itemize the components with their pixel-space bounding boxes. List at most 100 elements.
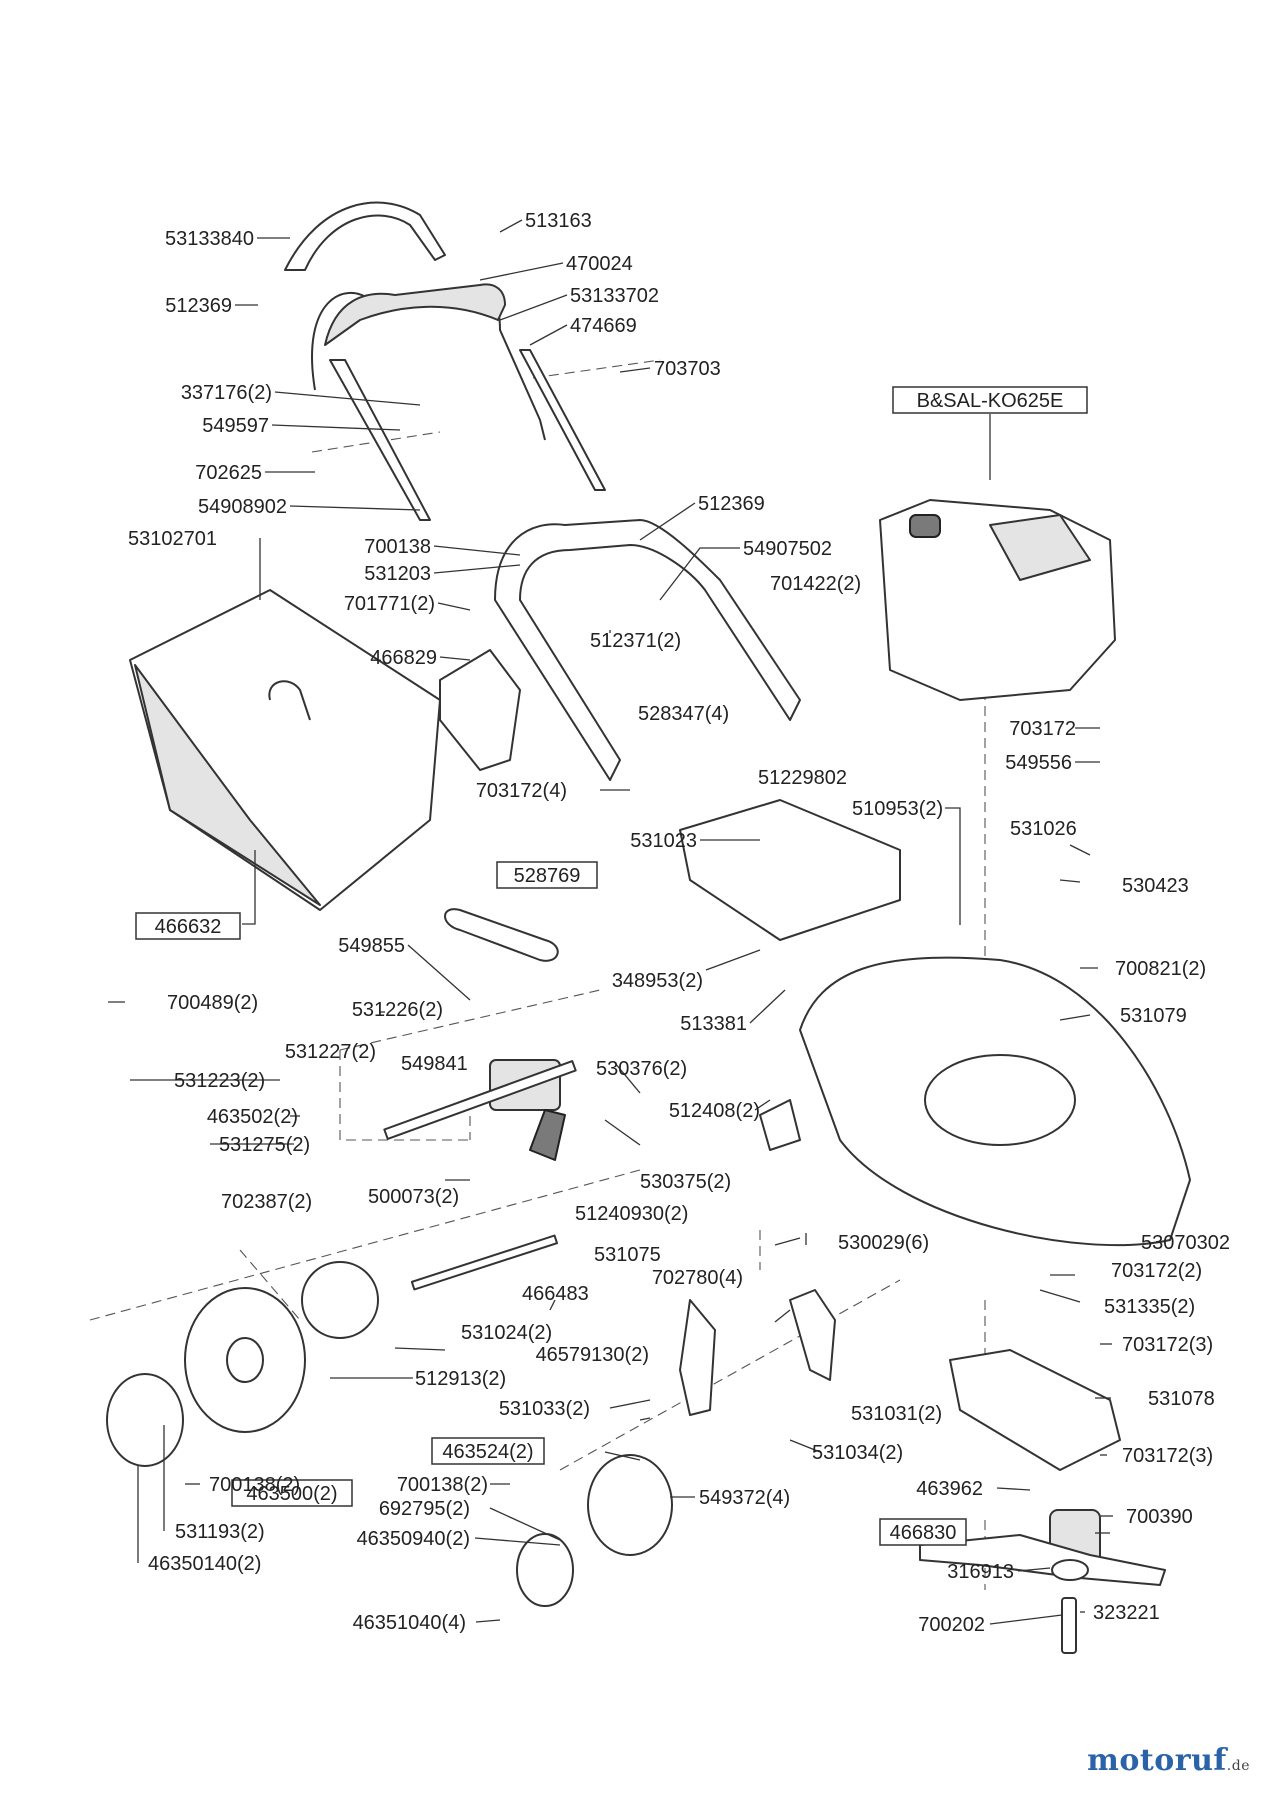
part-label: 513381 <box>680 1013 747 1035</box>
parts-drawing <box>106 201 1191 1654</box>
part-label: 474669 <box>570 315 637 337</box>
part-label: 702780(4) <box>652 1267 743 1289</box>
catcher-label-box <box>135 912 241 940</box>
part-label: 51229802 <box>758 767 847 789</box>
part-label: 531227(2) <box>285 1041 376 1063</box>
part-label: 531033(2) <box>499 1398 590 1420</box>
part-label: 531079 <box>1120 1005 1187 1027</box>
part-label: 549556 <box>1005 752 1072 774</box>
part-label: 46350140(2) <box>148 1553 261 1575</box>
part-label: 46579130(2) <box>536 1344 649 1366</box>
part-label: 700202 <box>918 1614 985 1636</box>
part-label: 348953(2) <box>612 970 703 992</box>
part-label: 512408(2) <box>669 1100 760 1122</box>
part-label: 466830 <box>890 1522 957 1544</box>
part-label: 531226(2) <box>352 999 443 1021</box>
part-label: 53133840 <box>165 228 254 250</box>
part-label: 531275(2) <box>219 1134 310 1156</box>
part-label: 500073(2) <box>368 1186 459 1208</box>
deck-engine-mount <box>924 1054 1076 1146</box>
part-label: 531031(2) <box>851 1403 942 1425</box>
part-labels: 53133840 513163 470024 512369 53133702 4… <box>128 210 1230 1636</box>
part-label: 466632 <box>155 916 222 938</box>
leader-lines <box>108 219 1113 1625</box>
wheel-bracket-right <box>789 1289 836 1381</box>
part-label: 463524(2) <box>442 1441 533 1463</box>
blade-washer <box>1051 1559 1089 1581</box>
part-label: 531078 <box>1148 1388 1215 1410</box>
part-label: 53102701 <box>128 528 217 550</box>
part-label: 463500(2) <box>246 1483 337 1505</box>
part-label: 530423 <box>1122 875 1189 897</box>
part-label: 531026 <box>1010 818 1077 840</box>
height-adjust-lever <box>529 1109 566 1161</box>
part-label: 703172(3) <box>1122 1445 1213 1467</box>
part-label: 466483 <box>522 1283 589 1305</box>
watermark-logo: motoruf.de <box>1087 1743 1250 1778</box>
part-label: 53133702 <box>570 285 659 307</box>
cutting-blade <box>919 1534 1166 1586</box>
part-label: 549372(4) <box>699 1487 790 1509</box>
grass-catcher-bag-side <box>134 664 321 906</box>
rear-wheel-center <box>226 1337 264 1383</box>
watermark-name: motoruf <box>1087 1743 1227 1778</box>
part-label: 531203 <box>364 563 431 585</box>
rear-axle <box>410 1234 559 1291</box>
part-label: 702625 <box>195 462 262 484</box>
part-label: 549855 <box>338 935 405 957</box>
drive-belt <box>444 908 559 962</box>
part-label: 530029(6) <box>838 1232 929 1254</box>
part-label: 337176(2) <box>181 382 272 404</box>
part-label: 703703 <box>654 358 721 380</box>
handle-grip-foam <box>324 283 506 346</box>
part-label: 316913 <box>947 1561 1014 1583</box>
part-label: 531023 <box>630 830 697 852</box>
part-label: 549841 <box>401 1053 468 1075</box>
part-label: 700489(2) <box>167 992 258 1014</box>
part-label: 323221 <box>1093 1602 1160 1624</box>
lower-handle <box>494 519 801 781</box>
part-label: 703172 <box>1009 718 1076 740</box>
part-label: 692795(2) <box>379 1498 470 1520</box>
part-label: 512913(2) <box>415 1368 506 1390</box>
part-label: 531075 <box>594 1244 661 1266</box>
boxed-label-frames <box>135 386 1088 1546</box>
part-label: 54908902 <box>198 496 287 518</box>
part-label: 700390 <box>1126 1506 1193 1528</box>
part-label: 470024 <box>566 253 633 275</box>
blade-bolt <box>1061 1597 1077 1654</box>
watermark-tld: .de <box>1226 1758 1250 1774</box>
part-label: 700138(2) <box>397 1474 488 1496</box>
part-label: 512369 <box>698 493 765 515</box>
engine-label-box <box>892 386 1088 414</box>
front-hub-cap <box>516 1533 574 1607</box>
part-label: 701422(2) <box>770 573 861 595</box>
part-label: 531034(2) <box>812 1442 903 1464</box>
part-label: 53070302 <box>1141 1232 1230 1254</box>
engine-fuel-cap <box>909 514 941 538</box>
part-label: 700138(2) <box>209 1474 300 1496</box>
blade-adaptor-shield <box>949 1349 1121 1471</box>
front-wheel <box>587 1454 673 1556</box>
part-label: 700821(2) <box>1115 958 1206 980</box>
part-label: 528347(4) <box>638 703 729 725</box>
part-label: 531193(2) <box>175 1521 265 1543</box>
part-label: 54907502 <box>743 538 832 560</box>
rear-deflector <box>679 799 901 941</box>
part-label: 510953(2) <box>852 798 943 820</box>
blade-label-box <box>879 1518 967 1546</box>
drive-axle <box>383 1060 577 1140</box>
belt-label-box <box>496 861 598 889</box>
part-label: 46351040(4) <box>353 1612 466 1634</box>
deck-height-lever <box>759 1099 801 1151</box>
rear-hub-disc <box>301 1261 379 1339</box>
handle-left-bar <box>329 359 431 521</box>
discharge-flap <box>439 649 521 771</box>
wheel-bracket-left <box>679 1299 716 1416</box>
part-label: 512369 <box>165 295 232 317</box>
part-label: 530376(2) <box>596 1058 687 1080</box>
part-label: 512371(2) <box>590 630 681 652</box>
part-label: 463502(2) <box>207 1106 298 1128</box>
part-label: 463962 <box>916 1478 983 1500</box>
